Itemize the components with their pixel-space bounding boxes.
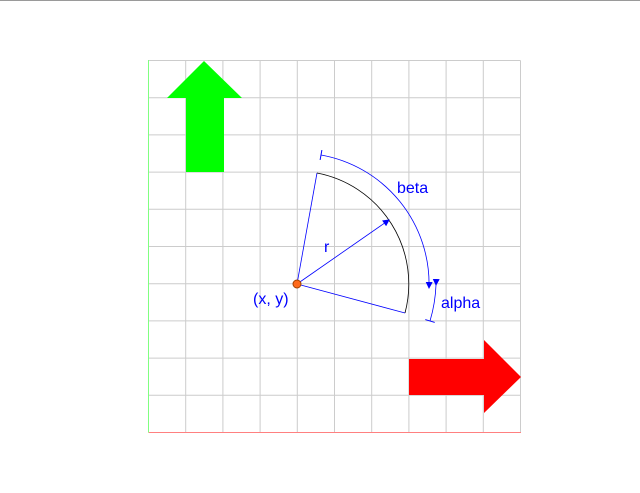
wedge-arc xyxy=(316,172,410,314)
beta-arc xyxy=(319,149,433,289)
center-label: (x, y) xyxy=(253,291,289,308)
top-border xyxy=(0,0,640,1)
right-arrow-icon xyxy=(409,340,521,413)
alpha-arc xyxy=(425,278,440,323)
wedge-edge-lower xyxy=(296,283,406,314)
radius-label: r xyxy=(324,239,330,256)
alpha-label: alpha xyxy=(441,295,480,312)
up-arrow-icon xyxy=(167,61,242,172)
center-point xyxy=(292,279,302,289)
wedge-edge-upper xyxy=(296,172,318,285)
beta-label: beta xyxy=(397,180,428,197)
radius-line xyxy=(296,219,390,285)
